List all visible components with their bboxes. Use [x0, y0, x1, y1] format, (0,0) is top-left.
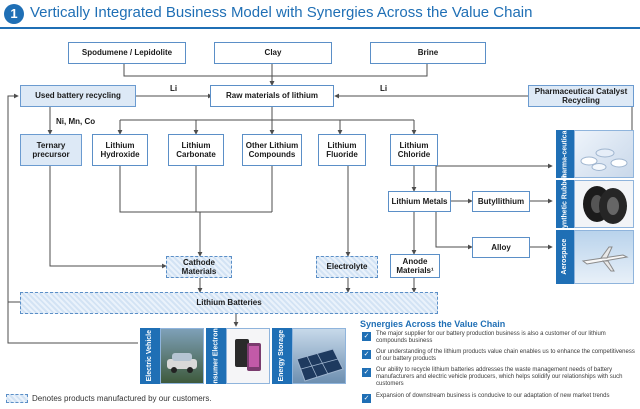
synergy-text: Our understanding of the lithium product…: [376, 349, 635, 363]
connector-brine: [272, 64, 428, 77]
cathode-materials: Cathode Materials: [166, 256, 232, 278]
synthetic-rubber-label: Synthetic Rubber: [561, 175, 569, 233]
butyllithium: Butyllithium: [472, 191, 530, 212]
header: 1 Vertically Integrated Business Model w…: [0, 0, 640, 29]
section-number-badge: 1: [4, 4, 24, 24]
end-market-synthetic-rubber-tab: Synthetic Rubber: [556, 175, 574, 233]
legend-text: Denotes products manufactured by our cus…: [32, 394, 212, 403]
anode-materials: Anode Materials¹: [390, 254, 440, 278]
legend: Denotes products manufactured by our cus…: [6, 394, 212, 404]
source-brine: Brine: [370, 42, 486, 64]
raw-materials-of-lithium: Raw materials of lithium: [210, 85, 334, 107]
connector-raw-to-products: [120, 107, 414, 121]
end-market-pharmaceuticals-tab: Pharma-ceuticals: [556, 125, 574, 183]
connector-metals-alloy: [435, 212, 473, 250]
checkmark-icon: ✓: [362, 394, 371, 403]
lithium-metals: Lithium Metals: [388, 191, 451, 212]
connector-hydroxide-cathode: [119, 166, 272, 213]
synergy-text: Our ability to recycle lithium batteries…: [376, 367, 623, 388]
pills-icon: [580, 148, 628, 171]
lithium-carbonate: Lithium Carbonate: [168, 134, 224, 166]
connector-recycling-loop: [7, 93, 20, 303]
checkmark-icon: ✓: [362, 368, 371, 377]
lithium-hydroxide: Lithium Hydroxide: [92, 134, 148, 166]
ternary-precursor: Ternary precursor: [20, 134, 82, 166]
page-title: Vertically Integrated Business Model wit…: [30, 4, 533, 21]
connector-other-cathode: [200, 166, 273, 256]
solar-panel-icon: [296, 348, 344, 382]
end-market-energy-storage-tab: Energy Storage: [272, 328, 292, 384]
end-market-consumer-electronics-tab: Consumer Electronics: [206, 319, 226, 393]
synergies-title: Synergies Across the Value Chain: [360, 319, 506, 329]
li-label-left: Li: [170, 84, 178, 93]
connector-spodumene: [123, 64, 275, 86]
synergy-item: ✓ Our ability to recycle lithium batteri…: [362, 367, 638, 389]
electric-vehicle-image: [160, 328, 204, 384]
energy-storage-label: Energy Storage: [278, 330, 286, 382]
checkmark-icon: ✓: [362, 332, 371, 341]
end-market-aerospace-tab: Aerospace: [556, 230, 574, 284]
lithium-fluoride: Lithium Fluoride: [318, 134, 366, 166]
li-label-right: Li: [380, 84, 388, 93]
pharmaceutical-catalyst-recycling: Pharmaceutical Catalyst Recycling: [528, 85, 634, 107]
car-icon: [167, 353, 197, 373]
alloy: Alloy: [472, 237, 530, 258]
source-spodumene: Spodumene / Lepidolite: [68, 42, 186, 64]
energy-storage-image: [292, 328, 346, 384]
airplane-icon: [581, 246, 629, 272]
end-market-electric-vehicle-tab: Electric Vehicle: [140, 328, 160, 384]
other-lithium-compounds: Other Lithium Compounds: [242, 134, 302, 166]
consumer-electronics-image: [226, 328, 270, 384]
electric-vehicle-label: Electric Vehicle: [146, 330, 154, 382]
electrolyte: Electrolyte: [316, 256, 378, 278]
connector-end-markets-recycling: [7, 300, 138, 344]
synergy-item: ✓ Expansion of downstream business is co…: [362, 393, 638, 403]
connector-ternary-cathode: [49, 166, 167, 269]
hatch-swatch: [6, 394, 28, 404]
synergy-text: The major supplier for our battery produ…: [376, 331, 606, 345]
title-underline: [0, 27, 640, 29]
aerospace-image: [574, 230, 634, 284]
checkmark-icon: ✓: [362, 350, 371, 359]
pharmaceuticals-image: [574, 130, 634, 178]
synergy-item: ✓ Our understanding of the lithium produ…: [362, 349, 638, 363]
synergy-item: ✓ The major supplier for our battery pro…: [362, 331, 638, 345]
smartphone-icon: [235, 339, 261, 371]
aerospace-label: Aerospace: [561, 239, 569, 275]
connector-metals-pharma: [435, 163, 553, 191]
lithium-chloride: Lithium Chloride: [390, 134, 438, 166]
synergy-text: Expansion of downstream business is cond…: [376, 393, 610, 399]
consumer-electronics-label: Consumer Electronics: [212, 318, 220, 394]
lithium-batteries: Lithium Batteries: [20, 292, 438, 314]
source-clay: Clay: [214, 42, 332, 64]
ni-mn-co-label: Ni, Mn, Co: [56, 117, 96, 126]
tire-icon: [583, 186, 627, 224]
used-battery-recycling: Used battery recycling: [20, 85, 136, 107]
synthetic-rubber-image: [574, 180, 634, 228]
